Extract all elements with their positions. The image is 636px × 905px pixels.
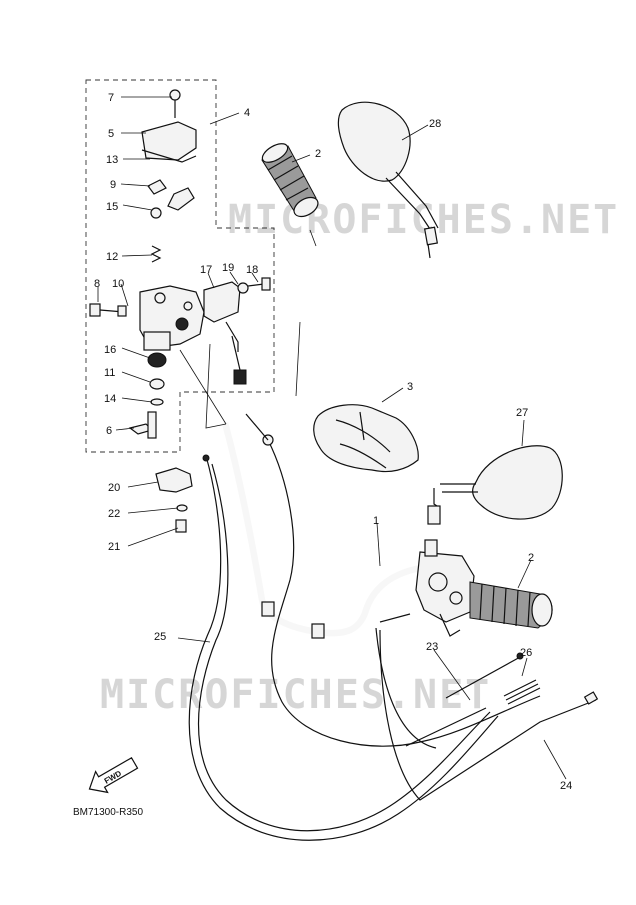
handlebar — [221, 422, 421, 639]
mirror-left — [337, 101, 439, 259]
throttle-cable-25 — [188, 454, 499, 841]
washer-19 — [237, 282, 249, 294]
cover-gasket — [141, 149, 197, 163]
watermark-bottom: MICROFICHES.NET — [100, 672, 491, 718]
cable-23 — [375, 627, 524, 749]
spring-26 — [503, 679, 541, 705]
bracket-plate — [167, 187, 195, 211]
callout-19: 19 — [222, 262, 234, 274]
switch-body — [139, 285, 205, 351]
leader-lines — [97, 96, 567, 780]
callout-24: 24 — [560, 780, 572, 792]
washer-22 — [176, 504, 188, 512]
collar-11 — [149, 378, 165, 390]
washer-14 — [150, 398, 164, 406]
cable-upper — [245, 413, 541, 747]
callout-25: 25 — [154, 631, 166, 643]
bolt-21 — [175, 519, 187, 533]
mirror-right — [427, 445, 563, 525]
cable-end — [379, 613, 411, 623]
callout-11: 11 — [104, 367, 115, 379]
callout-8: 8 — [94, 278, 100, 290]
handlebar-band-left — [261, 601, 275, 617]
spring — [150, 245, 162, 263]
switch-assembly-box — [85, 79, 275, 453]
washer-15 — [150, 207, 162, 219]
pin-6 — [128, 411, 157, 439]
callout-17: 17 — [200, 264, 212, 276]
callout-7: 7 — [108, 92, 114, 104]
callout-2-top: 2 — [315, 148, 321, 160]
callout-1: 1 — [373, 515, 379, 527]
grip-right — [469, 581, 553, 629]
nut — [147, 179, 167, 195]
callout-10: 10 — [112, 278, 124, 290]
callout-16: 16 — [104, 344, 116, 356]
callout-numbers: 7 5 13 9 15 4 2 28 12 17 19 18 8 10 16 1… — [94, 92, 572, 792]
right-switch-housing — [415, 539, 475, 637]
callout-13: 13 — [106, 154, 118, 166]
grip-left — [261, 143, 319, 218]
cable-24 — [379, 629, 599, 801]
screw-top — [169, 89, 181, 118]
callout-12: 12 — [106, 251, 118, 263]
callout-23: 23 — [426, 641, 438, 653]
callout-21: 21 — [108, 541, 120, 553]
handlebar-band-right — [311, 623, 325, 639]
callout-20: 20 — [108, 482, 120, 494]
callout-26: 26 — [520, 647, 532, 659]
callout-6: 6 — [106, 425, 112, 437]
callout-15: 15 — [106, 201, 118, 213]
bolt-8 — [89, 303, 127, 317]
callout-27: 27 — [516, 407, 528, 419]
screw-18 — [247, 283, 265, 287]
callout-22: 22 — [108, 508, 120, 520]
diagram-code: BM71300-R350 — [73, 807, 143, 818]
clamp-20 — [155, 467, 193, 493]
callout-14: 14 — [104, 393, 116, 405]
bush-16 — [147, 352, 167, 368]
callout-3: 3 — [407, 381, 413, 393]
callout-2-right: 2 — [528, 552, 534, 564]
callout-9: 9 — [110, 179, 116, 191]
fwd-arrow-icon: FWD — [88, 756, 139, 794]
callout-4: 4 — [244, 107, 250, 119]
top-cover — [141, 121, 197, 161]
callout-5: 5 — [108, 128, 114, 140]
screw-18-head — [261, 277, 271, 291]
holder-cover — [313, 404, 419, 473]
callout-18: 18 — [246, 264, 258, 276]
switch-17 — [203, 281, 247, 385]
callout-28: 28 — [429, 118, 441, 130]
